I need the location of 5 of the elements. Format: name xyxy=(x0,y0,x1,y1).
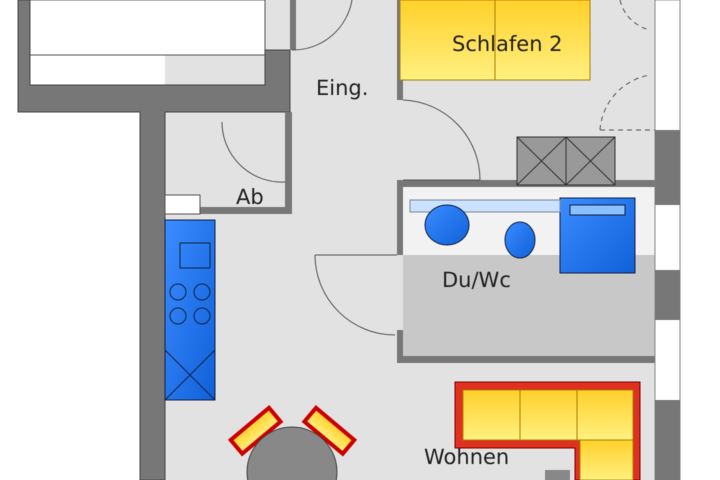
room-label: Ab xyxy=(236,187,264,208)
room-label: Eing. xyxy=(316,78,368,99)
room-label: Du/Wc xyxy=(442,270,511,291)
room-label: Schlafen 2 xyxy=(452,34,563,55)
room-label: Wohnen xyxy=(424,447,510,468)
